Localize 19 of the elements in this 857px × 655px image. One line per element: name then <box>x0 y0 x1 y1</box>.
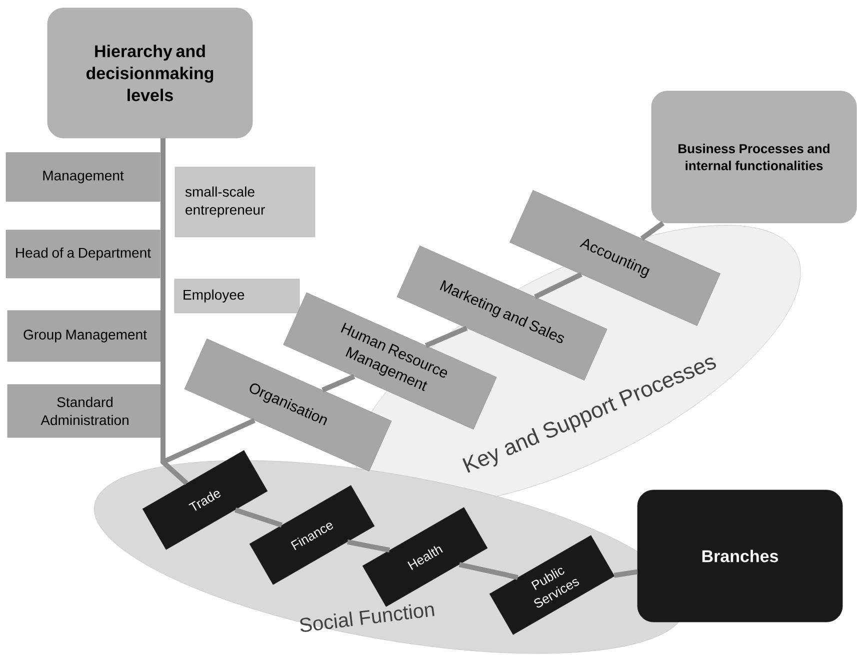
pipe-line <box>424 326 468 348</box>
heading-box: Business Processes and internal functionalities <box>651 90 857 224</box>
level-box: Group Management <box>7 310 163 362</box>
level-box: Management <box>6 152 160 202</box>
pipe-line <box>614 569 638 578</box>
pipe-line <box>234 508 283 528</box>
pipe-line <box>458 562 518 580</box>
heading-box: Hierarchy and decisionmaking levels <box>47 8 253 138</box>
level-box: Head of a Department <box>6 230 160 278</box>
level-box: Standard Administration <box>7 384 163 438</box>
level-box: small-scale entrepreneur <box>174 166 316 238</box>
pipe-line <box>322 374 356 392</box>
pipe-line <box>640 221 664 241</box>
branch-box: Trade <box>142 450 268 550</box>
pipe-line <box>160 138 188 486</box>
pipe-line <box>346 539 390 553</box>
level-box: Employee <box>174 278 300 314</box>
pipe-line <box>534 272 582 300</box>
heading-box: Branches <box>637 490 843 622</box>
